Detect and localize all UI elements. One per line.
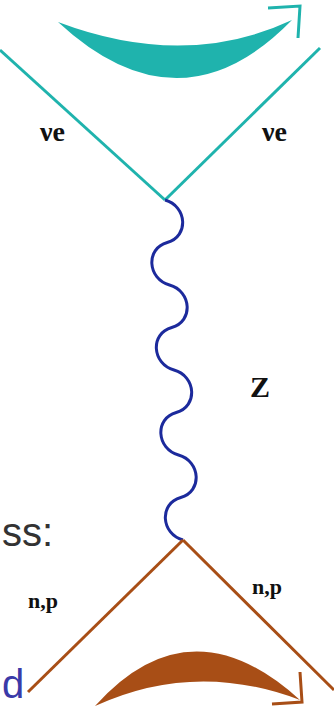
particle-label: n,p — [28, 590, 58, 612]
momentum-swoosh — [95, 651, 300, 706]
neutrino-line — [0, 50, 165, 200]
arrow-head — [268, 6, 300, 38]
neutrino-line — [165, 48, 320, 200]
boson-label: Z — [250, 372, 270, 402]
particle-label: n,p — [252, 576, 282, 598]
particle-label: νe — [40, 118, 65, 146]
momentum-swoosh — [58, 20, 292, 78]
cut-text: d — [2, 664, 24, 704]
arrow-head — [272, 672, 302, 704]
cut-text: ss: — [2, 512, 53, 552]
z-boson-line — [152, 200, 196, 540]
particle-label: νe — [262, 118, 287, 146]
